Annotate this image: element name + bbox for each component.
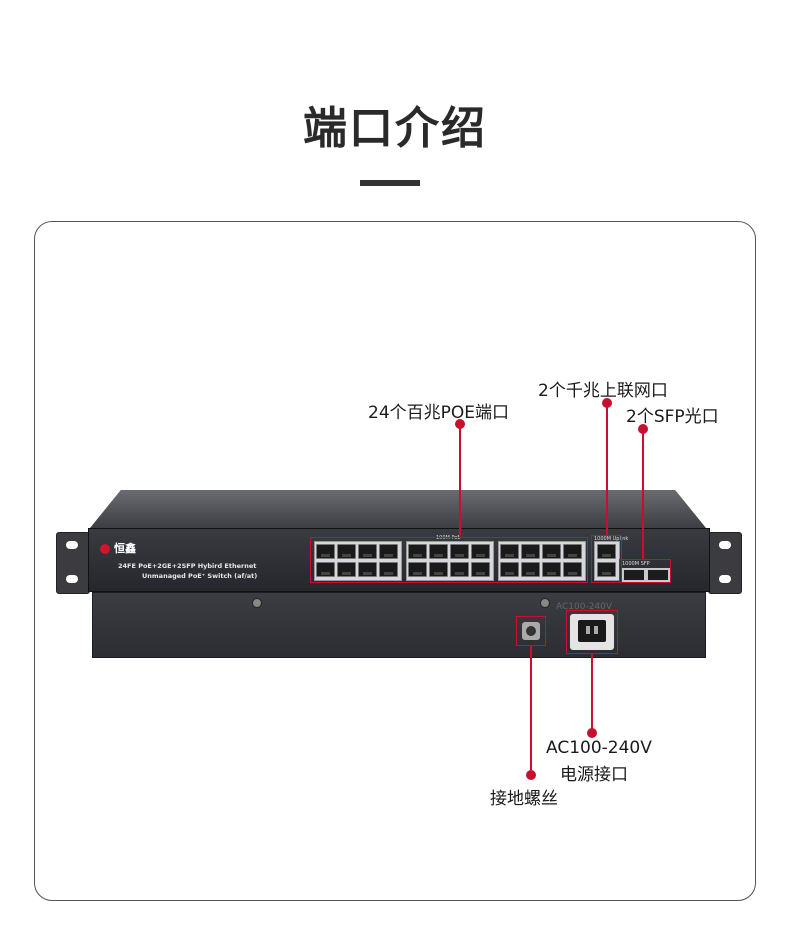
poe-label: 100M PoE [436,535,461,541]
uplink-port-1[interactable] [597,544,616,559]
chassis-screw-left [252,598,262,608]
callout-uplink-ports: 2个千兆上联网口 [538,381,668,401]
poe-port-16[interactable] [471,562,490,577]
poe-port-6[interactable] [358,562,377,577]
uplink-label: 1000M Uplink [594,536,629,542]
callout-ground-dot [526,770,536,780]
poe-port-3[interactable] [337,544,356,559]
sfp-port-1[interactable] [622,568,646,582]
poe-port-17[interactable] [500,544,519,559]
poe-port-15[interactable] [471,544,490,559]
product-frame [34,221,756,901]
uplink-highlight-box [591,535,622,583]
poe-port-22[interactable] [542,562,561,577]
poe-port-10[interactable] [408,562,427,577]
poe-port-20[interactable] [521,562,540,577]
poe-port-18[interactable] [500,562,519,577]
poe-port-23[interactable] [563,544,582,559]
poe-port-4[interactable] [337,562,356,577]
poe-port-24[interactable] [563,562,582,577]
poe-port-8[interactable] [379,562,398,577]
callout-poe-ports: 24个百兆POE端口 [368,403,510,423]
poe-port-9[interactable] [408,544,427,559]
poe-port-2[interactable] [316,562,335,577]
callout-ground-screw: 接地螺丝 [490,789,558,809]
callout-power-voltage: AC100-240V [546,738,652,758]
model-line-2: Unmanaged PoE⁺ Switch (af/at) [142,572,258,580]
power-socket [570,614,614,650]
chassis-screw-right [540,598,550,608]
callout-ground-line [530,646,532,770]
callout-power-dot [587,728,597,738]
chassis-top [90,490,706,528]
model-line-1: 24FE PoE+2GE+2SFP Hybird Ethernet [118,562,257,570]
callout-power-socket: 电源接口 [560,765,628,785]
sfp-highlight-box [619,559,671,583]
rack-ear-left [56,532,90,594]
poe-port-19[interactable] [521,544,540,559]
ground-screw [522,622,540,640]
callout-poe-line [459,424,461,537]
poe-port-5[interactable] [358,544,377,559]
poe-port-1[interactable] [316,544,335,559]
poe-port-7[interactable] [379,544,398,559]
rack-ear-right [708,532,742,594]
poe-port-14[interactable] [450,562,469,577]
poe-port-11[interactable] [429,544,448,559]
sfp-port-2[interactable] [646,568,670,582]
sfp-label: 1000M SFP [622,561,650,567]
poe-port-13[interactable] [450,544,469,559]
uplink-port-2[interactable] [597,562,616,577]
poe-highlight-box [310,537,588,583]
title-underline [360,180,420,186]
callout-uplink-line [606,403,608,535]
ground-highlight-box [516,616,546,646]
logo-icon [100,544,110,554]
brand-name: 恒鑫 [114,542,136,555]
callout-sfp-line [642,429,644,559]
rear-voltage-label: AC100-240V [556,602,613,612]
callout-power-line [591,654,593,732]
brand-logo: 恒鑫 [100,540,136,556]
callout-sfp-ports: 2个SFP光口 [626,407,719,427]
poe-port-21[interactable] [542,544,561,559]
poe-port-12[interactable] [429,562,448,577]
power-highlight-box [566,610,618,654]
page-title: 端口介绍 [303,103,487,154]
